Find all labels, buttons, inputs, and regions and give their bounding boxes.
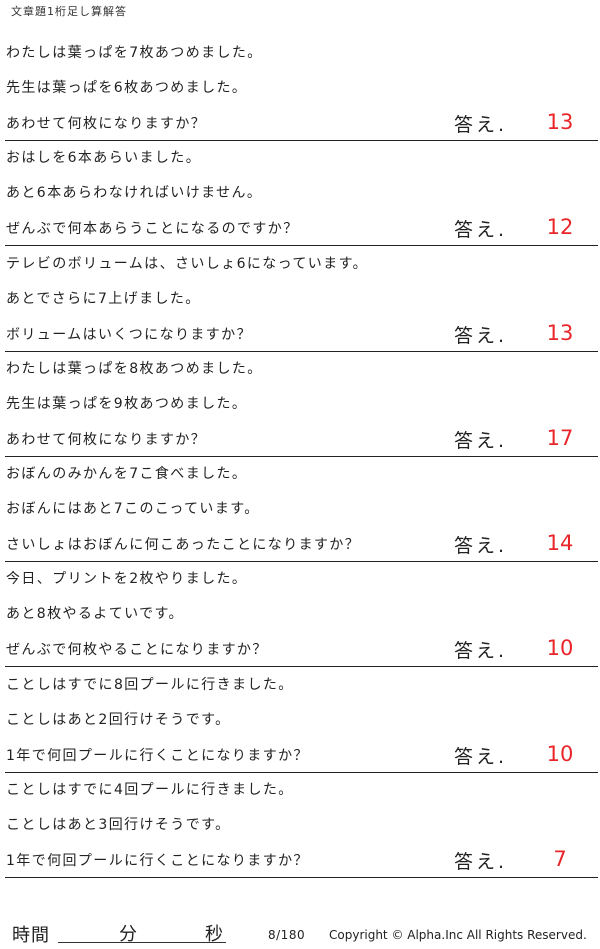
problem-line-1: わたしは葉っぱを7枚あつめました。	[6, 45, 263, 61]
problem-2: おはしを6本あらいました。 あと6本あらわなければいけません。 ぜんぶで何本あら…	[0, 141, 600, 247]
divider-line	[5, 877, 598, 879]
problem-line-2: 先生は葉っぱを6枚あつめました。	[6, 80, 248, 96]
problem-question: 1年で何回プールに行くことになりますか？	[6, 747, 309, 764]
answer-value: 13	[546, 320, 574, 345]
answer-value: 10	[546, 636, 574, 661]
problem-question: さいしょはおぼんに何こあったことになりますか？	[6, 537, 361, 554]
problem-list: わたしは葉っぱを7枚あつめました。 先生は葉っぱを6枚あつめました。 あわせて何…	[0, 36, 600, 879]
problem-4: わたしは葉っぱを8枚あつめました。 先生は葉っぱを9枚あつめました。 あわせて何…	[0, 352, 600, 457]
divider-line	[5, 350, 598, 352]
answer-label: 答え.	[454, 640, 508, 663]
divider-line	[5, 455, 598, 457]
problem-8: ことしはすでに4回プールに行きました。 ことしはあと3回行けそうです。 1年で何…	[0, 773, 600, 879]
time-entry-line	[58, 942, 226, 943]
answer-value: 12	[546, 215, 574, 240]
problem-question: あわせて何枚になりますか？	[6, 116, 207, 132]
problem-line-2: ことしはあと3回行けそうです。	[6, 817, 231, 834]
answer-label: 答え.	[454, 324, 508, 347]
divider-line	[5, 140, 598, 141]
problem-question: ボリュームはいくつになりますか？	[6, 326, 252, 343]
problem-line-1: ことしはすでに8回プールに行きました。	[6, 676, 294, 693]
problem-line-2: 先生は葉っぱを9枚あつめました。	[6, 395, 248, 412]
problem-line-1: おはしを6本あらいました。	[6, 150, 202, 167]
time-label: 時間	[12, 925, 50, 946]
problem-question: ぜんぶで何本あらうことになるのですか？	[6, 221, 299, 238]
worksheet-title: 文章題1桁足し算解答	[11, 5, 127, 18]
answer-value: 7	[553, 847, 567, 872]
divider-line	[5, 771, 598, 773]
answer-value: 17	[546, 425, 574, 450]
footer: 時間 分 秒 8/180 Copyright © Alpha.Inc All R…	[0, 918, 600, 948]
problem-line-1: わたしは葉っぱを8枚あつめました。	[6, 360, 263, 377]
problem-line-1: ことしはすでに4回プールに行きました。	[6, 782, 294, 799]
problem-question: あわせて何枚になりますか？	[6, 431, 207, 448]
minutes-unit: 分	[119, 924, 137, 945]
answer-value: 13	[546, 110, 574, 134]
divider-line	[5, 245, 598, 247]
problem-1: わたしは葉っぱを7枚あつめました。 先生は葉っぱを6枚あつめました。 あわせて何…	[0, 36, 600, 141]
problem-5: おぼんのみかんを7こ食べました。 おぼんにはあと7このこっています。 さいしょは…	[0, 457, 600, 563]
divider-line	[5, 666, 598, 668]
problem-line-2: あと6本あらわなければいけません。	[6, 185, 263, 202]
answer-value: 10	[546, 741, 574, 766]
answer-label: 答え.	[454, 219, 508, 242]
problem-line-2: おぼんにはあと7このこっています。	[6, 501, 260, 518]
copyright-notice: Copyright © Alpha.Inc All Rights Reserve…	[329, 928, 587, 942]
problem-7: ことしはすでに8回プールに行きました。 ことしはあと2回行けそうです。 1年で何…	[0, 668, 600, 773]
answer-label: 答え.	[454, 745, 508, 768]
seconds-unit: 秒	[205, 924, 223, 945]
problem-question: ぜんぶで何枚やることになりますか？	[6, 642, 268, 659]
problem-line-2: ことしはあと2回行けそうです。	[6, 711, 231, 728]
answer-label: 答え.	[454, 851, 508, 874]
problem-6: 今日、プリントを2枚やりました。 あと8枚やるよていです。 ぜんぶで何枚やること…	[0, 562, 600, 668]
answer-label: 答え.	[454, 114, 508, 136]
page-number: 8/180	[268, 928, 306, 942]
answer-label: 答え.	[454, 535, 508, 558]
answer-label: 答え.	[454, 429, 508, 452]
problem-question: 1年で何回プールに行くことになりますか？	[6, 853, 309, 870]
problem-3: テレビのボリュームは、さいしょ6になっています。 あとでさらに7上げました。 ボ…	[0, 247, 600, 352]
problem-line-2: あと8枚やるよていです。	[6, 606, 184, 623]
problem-line-1: テレビのボリュームは、さいしょ6になっています。	[6, 255, 368, 272]
divider-line	[5, 561, 598, 563]
problem-line-1: 今日、プリントを2枚やりました。	[6, 571, 248, 588]
problem-line-1: おぼんのみかんを7こ食べました。	[6, 466, 248, 483]
problem-line-2: あとでさらに7上げました。	[6, 290, 201, 307]
answer-value: 14	[546, 531, 574, 556]
